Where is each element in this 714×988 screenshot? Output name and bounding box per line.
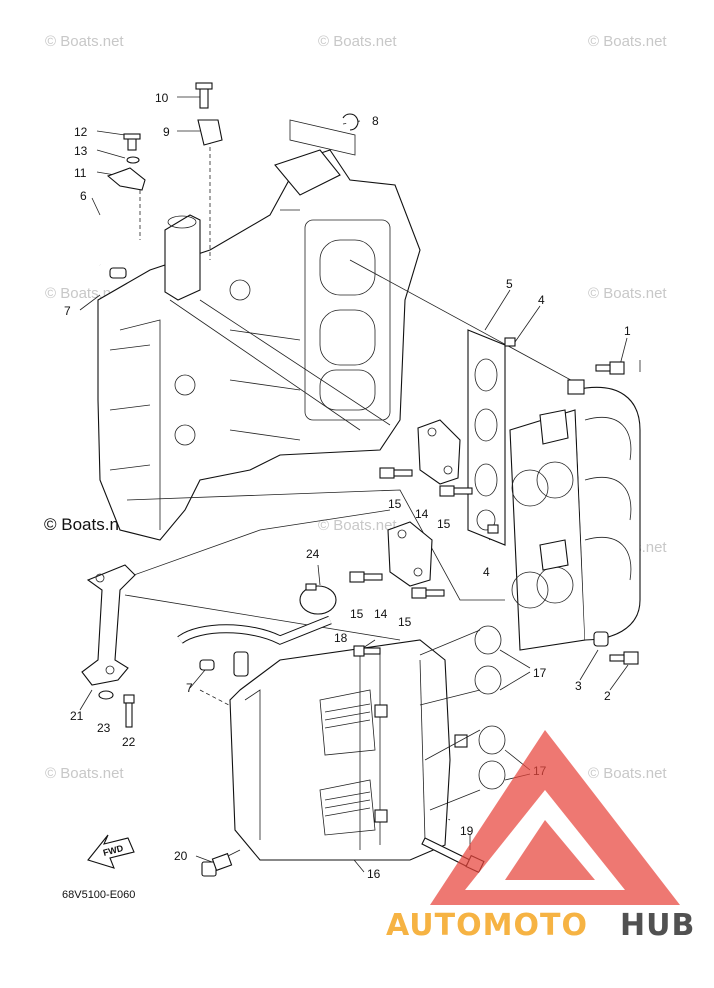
watermark-text: © Boats.net [588, 33, 667, 50]
callout-10: 10 [155, 91, 169, 105]
throttle-body-assembly [509, 379, 641, 651]
automotohub-logo: AUTOMOTO HUB [386, 730, 695, 943]
small-parts [106, 82, 359, 279]
sensor-20 [201, 849, 241, 877]
watermark-main: © Boats.net [44, 515, 133, 534]
bolt-18 [353, 645, 381, 657]
watermark-text: © Boats.net [45, 33, 124, 50]
callout-13: 13 [74, 144, 88, 158]
lower-hose [177, 615, 332, 677]
callout-15: 15 [398, 615, 412, 629]
watermark-text: © Boats.net [45, 765, 124, 782]
breather-hose [82, 95, 353, 268]
callout-17: 17 [533, 666, 547, 680]
callout-23: 23 [97, 721, 111, 735]
callout-12: 12 [74, 125, 88, 139]
callout-15: 15 [350, 607, 364, 621]
callout-9: 9 [163, 125, 170, 139]
diagram-code: 68V5100-E060 [62, 889, 135, 901]
callout-20: 20 [174, 849, 188, 863]
callout-4: 4 [483, 565, 490, 579]
bracket-14-lower [387, 521, 433, 587]
watermark-text: © Boats.net [318, 33, 397, 50]
callout-14: 14 [415, 507, 429, 521]
callout-6: 6 [80, 189, 87, 203]
callout-15: 15 [388, 497, 402, 511]
watermark-text: © Boats.net [588, 285, 667, 302]
callout-2: 2 [604, 689, 611, 703]
callouts: 10 9 8 12 13 11 6 7 5 4 1 15 14 15 4 24 … [64, 91, 631, 881]
callout-1: 1 [624, 324, 631, 338]
logo-text-automoto: AUTOMOTO [386, 908, 588, 943]
callout-18: 18 [334, 631, 348, 645]
collar-3-bolt-2 [593, 631, 639, 665]
watermark-text: © Boats.net [588, 765, 667, 782]
watermark-text: © Boats.net [318, 517, 397, 534]
intake-silencer-16 [229, 639, 468, 861]
engine-block [97, 149, 421, 541]
callout-15: 15 [437, 517, 451, 531]
bracket-21 [81, 564, 136, 728]
callout-24: 24 [306, 547, 320, 561]
callout-22: 22 [122, 735, 136, 749]
bracket-14-upper [417, 419, 461, 485]
callout-16: 16 [367, 867, 381, 881]
callout-14: 14 [374, 607, 388, 621]
callout-3: 3 [575, 679, 582, 693]
fwd-arrow: FWD [87, 834, 135, 869]
logo-triangle-core [505, 820, 595, 880]
logo-text-hub: HUB [620, 908, 695, 943]
callout-8: 8 [372, 114, 379, 128]
bolt-1 [595, 361, 625, 375]
callout-11: 11 [74, 166, 87, 180]
bolts-15 [349, 467, 473, 599]
callout-19: 19 [460, 824, 474, 838]
callout-21: 21 [70, 709, 84, 723]
callout-7: 7 [64, 304, 71, 318]
hose-clamp-24 [299, 583, 337, 615]
o-rings-17 [419, 625, 506, 811]
intake-gasket [467, 329, 516, 546]
callout-7: 7 [186, 681, 193, 695]
callout-4: 4 [538, 293, 545, 307]
callout-5: 5 [506, 277, 513, 291]
